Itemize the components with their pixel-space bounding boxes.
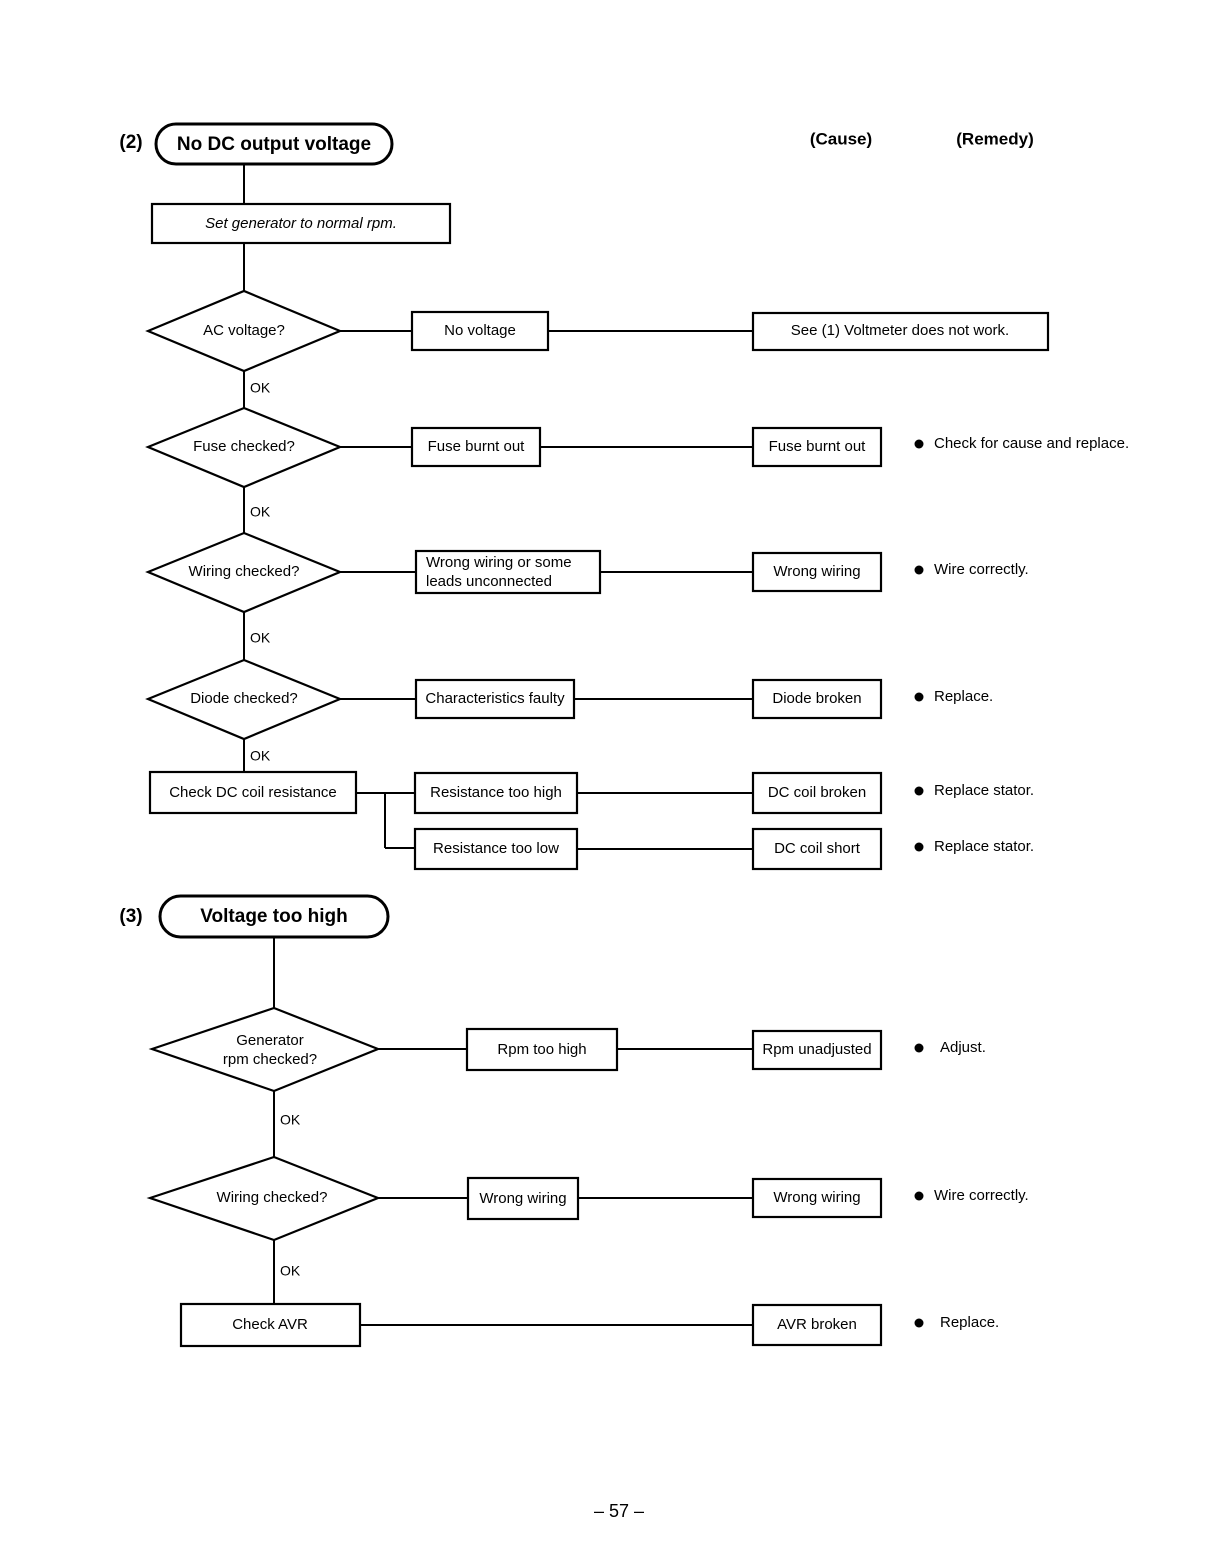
remedy-label-s3row2: Wrong wiring — [773, 1189, 860, 1206]
ok-label-row3: OK — [250, 630, 271, 646]
section-2-terminal-shape — [154, 122, 394, 166]
remedy-label-row3: Wrong wiring — [773, 563, 860, 580]
ok-label-row2: OK — [250, 504, 271, 520]
process-check-avr-label: Check AVR — [232, 1316, 308, 1333]
remedy-text-s3row1: Adjust. — [940, 1039, 986, 1056]
bullet-icon-dc-high — [914, 786, 924, 796]
cause-box-dc-high — [413, 771, 579, 815]
remedy-box-dc-high — [751, 771, 883, 815]
bullet-icon-row3 — [914, 565, 924, 575]
remedy-text-row4: Replace. — [934, 688, 993, 705]
bullet-icon-s3row1 — [914, 1043, 924, 1053]
remedy-label-avr: AVR broken — [777, 1316, 857, 1333]
decision-generator-rpm-shape — [148, 1006, 381, 1093]
remedy-text-dc-high: Replace stator. — [934, 782, 1034, 799]
process-check-dc-coil-label: Check DC coil resistance — [169, 784, 337, 801]
decision-diode-checked-label: Diode checked? — [190, 690, 298, 707]
process-set-generator-label: Set generator to normal rpm. — [205, 215, 397, 232]
cause-label-row3-line1: Wrong wiring or some — [426, 554, 572, 571]
cause-box-s3row2 — [466, 1176, 580, 1221]
cause-label-dc-low: Resistance too low — [433, 840, 559, 857]
cause-label-dc-high: Resistance too high — [430, 784, 562, 801]
decision-generator-rpm-line1: Generator — [236, 1032, 304, 1049]
remedy-label-row1: See (1) Voltmeter does not work. — [791, 322, 1009, 339]
cause-label-s3row2: Wrong wiring — [479, 1190, 566, 1207]
bullet-icon-s3row2 — [914, 1191, 924, 1201]
remedy-box-row4 — [751, 678, 883, 720]
ok-label-s3row2: OK — [280, 1263, 301, 1279]
process-check-avr-box — [179, 1302, 362, 1348]
cause-label-row4: Characteristics faulty — [425, 690, 565, 707]
bullet-icon-dc-low — [914, 842, 924, 852]
process-set-generator-box — [150, 202, 452, 245]
decision-s3-wiring-label: Wiring checked? — [217, 1189, 328, 1206]
remedy-box-row3 — [751, 551, 883, 593]
remedy-text-row3: Wire correctly. — [934, 561, 1029, 578]
cause-box-s3row1 — [465, 1027, 619, 1072]
remedy-label-row2: Fuse burnt out — [769, 438, 867, 455]
remedy-text-s3row2: Wire correctly. — [934, 1187, 1029, 1204]
bullet-icon-avr — [914, 1318, 924, 1328]
remedy-box-s3row2 — [751, 1177, 883, 1219]
remedy-box-row2 — [751, 426, 883, 468]
cause-label-row1: No voltage — [444, 322, 516, 339]
remedy-box-avr — [751, 1303, 883, 1347]
remedy-label-row4: Diode broken — [772, 690, 861, 707]
section-3-number: (3) — [119, 906, 142, 927]
remedy-text-row2: Check for cause and replace. — [934, 435, 1129, 452]
decision-generator-rpm-line2: rpm checked? — [223, 1051, 317, 1068]
ok-label-s3row1: OK — [280, 1112, 301, 1128]
cause-label-row3-line2: leads unconnected — [426, 573, 552, 590]
cause-column-header: (Cause) — [810, 129, 872, 148]
section-2-title: No DC output voltage — [177, 134, 371, 155]
page-number: – 57 – — [594, 1501, 644, 1521]
remedy-label-dc-low: DC coil short — [774, 840, 861, 857]
cause-box-row3 — [414, 549, 602, 595]
bullet-icon-row4 — [914, 692, 924, 702]
cause-box-dc-low — [413, 827, 579, 871]
remedy-text-dc-low: Replace stator. — [934, 838, 1034, 855]
remedy-label-dc-high: DC coil broken — [768, 784, 866, 801]
remedy-text-avr: Replace. — [940, 1314, 999, 1331]
section-3-title: Voltage too high — [200, 906, 347, 927]
remedy-label-s3row1: Rpm unadjusted — [762, 1041, 871, 1058]
cause-label-s3row1: Rpm too high — [497, 1041, 586, 1058]
remedy-box-s3row1 — [751, 1029, 883, 1071]
decision-wiring-checked-label: Wiring checked? — [189, 563, 300, 580]
decision-fuse-checked-label: Fuse checked? — [193, 438, 295, 455]
ok-label-row4: OK — [250, 748, 271, 764]
ok-label-row1: OK — [250, 380, 271, 396]
remedy-column-header: (Remedy) — [956, 129, 1033, 148]
remedy-box-dc-low — [751, 827, 883, 871]
section-2-number: (2) — [119, 132, 142, 153]
decision-ac-voltage-label: AC voltage? — [203, 322, 285, 339]
bullet-icon-row2 — [914, 439, 924, 449]
cause-label-row2: Fuse burnt out — [428, 438, 526, 455]
remedy-box-row1 — [751, 311, 1050, 352]
